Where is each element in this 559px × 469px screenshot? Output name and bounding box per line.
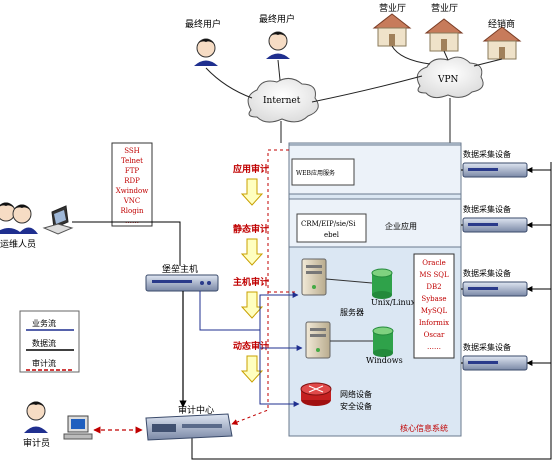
internet-label: Internet [263,96,301,106]
legend-audit-label: 审计流 [32,358,56,368]
legend-data-label: 数据流 [32,338,56,348]
bastion-host-device [145,274,219,292]
unix-server [301,258,327,296]
enterprise-app-label: 企业应用 [385,221,417,231]
database-item: Oracle [422,259,446,267]
laptop-icon [42,205,74,235]
protocol-item: Xwindow [116,187,148,195]
unix-database [371,268,393,299]
collector-label: 数据采集设备 [463,204,511,214]
vpn-label: VPN [437,75,459,85]
protocol-item: SSH [124,147,140,155]
protocol-item: Telnet [121,157,143,165]
end-user-label-2: 最终用户 [259,13,295,25]
collector-device-panel [468,287,498,290]
server-label: 服务器 [340,307,364,317]
audit-step-label: 主机审计 [233,276,269,288]
windows-label: Windows [366,356,403,365]
protocol-item: Rlogin [121,207,144,215]
collector-device-panel [468,168,498,171]
collector-label: 数据采集设备 [463,149,511,159]
database-item: …… [427,343,441,351]
database-item: Informix [419,319,449,327]
legend-business-label: 业务流 [32,318,56,328]
protocol-item: FTP [125,167,140,175]
audit-step-arrow [240,178,264,206]
audit-flow-lines [231,149,298,425]
bastion-label: 堡垒主机 [162,263,198,275]
branch-house-1 [372,13,412,47]
bastion-business-lines [199,291,303,407]
database-item: DB2 [426,283,441,291]
web-app-box [291,158,355,186]
database-item: MySQL [421,307,448,315]
end-user-1 [194,38,218,66]
collector-device-panel [468,361,498,364]
audit-step-label: 动态审计 [233,340,269,352]
protocol-item: …… [125,217,139,225]
collector-device-panel [468,223,498,226]
core-system-label: 核心信息系统 [400,423,448,433]
audit-step-label: 应用审计 [233,163,269,175]
protocol-item: RDP [124,177,140,185]
web-app-label: WEB应用服务 [296,169,335,177]
vpn-cloud [416,56,484,99]
legend-box [19,310,80,373]
crm-box [296,213,367,243]
collector-return-path [189,162,552,460]
audit-center-label: 审计中心 [178,404,214,416]
unix-link [325,278,373,284]
internet-links [205,59,423,143]
audit-center-device [145,413,233,441]
router-icon [300,382,332,406]
audit-step-label: 静态审计 [233,223,269,235]
windows-server [305,321,331,359]
vpn-links [391,45,503,143]
database-item: Oscar [424,331,445,339]
dealer-house [482,26,522,60]
end-user-label-1: 最终用户 [185,18,221,30]
end-user-2 [266,31,290,59]
database-list-box [413,253,455,359]
dealer-label: 经销商 [488,18,515,30]
protocol-list-box [111,142,153,227]
auditor-figure [24,401,48,433]
protocol-item: VNC [123,197,141,205]
audit-step-arrow [240,238,264,266]
network-label-line1: 网络设备 [340,389,372,399]
unix-label: Unix/Linux [371,298,416,307]
crm-label-line2: ebel [324,231,340,239]
audit-step-arrow [240,291,264,319]
database-item: MS SQL [419,271,449,279]
branch-house-2 [424,18,464,52]
database-item: Sybase [421,295,446,303]
internet-cloud [247,78,319,123]
crm-label-line1: CRM/EIP/sie/Si [301,220,356,228]
collector-label: 数据采集设备 [463,342,511,352]
ops-staff-figure [0,202,38,234]
ops-staff-label: 运维人员 [0,238,36,250]
auditor-pc-icon [63,415,93,440]
auditor-label: 审计员 [23,437,50,449]
branch-label-2: 营业厅 [431,2,458,14]
collector-label: 数据采集设备 [463,268,511,278]
audit-step-arrow [240,355,264,383]
branch-label-1: 营业厅 [379,2,406,14]
windows-database [372,326,394,357]
network-label-line2: 安全设备 [340,401,372,411]
ops-access-line [72,221,181,266]
